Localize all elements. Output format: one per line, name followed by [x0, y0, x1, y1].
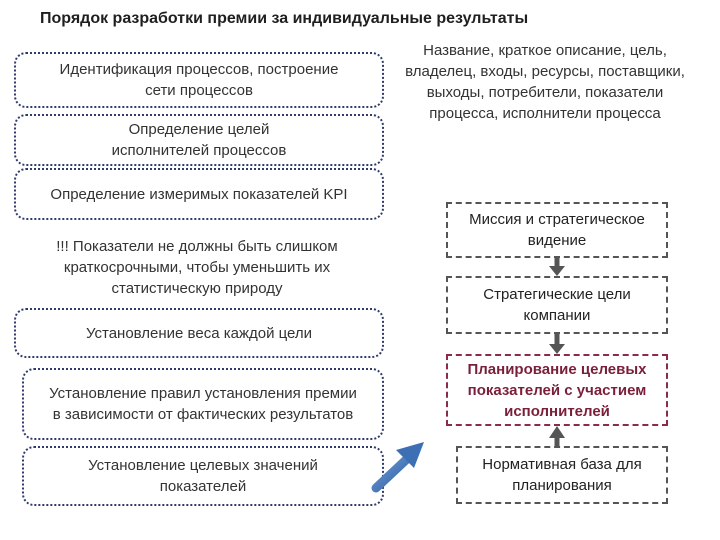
arrow-up-icon: [549, 426, 565, 446]
box-mission: Миссия и стратегическое видение: [446, 202, 668, 258]
box-regulatory-base: Нормативная база для планирования: [456, 446, 668, 504]
step-label: Определение измеримых показателей KPI: [50, 185, 348, 203]
box-label: Планирование целевых показателей с участ…: [467, 360, 647, 420]
page-title: Порядок разработки премии за индивидуаль…: [40, 10, 529, 27]
step-label: Идентификация процессов, построение сети…: [59, 61, 339, 99]
step-define-goals: Определение целей исполнителей процессов: [14, 114, 384, 166]
step-define-kpi: Определение измеримых показателей KPI: [14, 168, 384, 220]
step-label: Установление правил установления премии …: [49, 385, 357, 423]
kpi-note: !!! Показатели не должны быть слишком кр…: [56, 238, 338, 297]
step-label: Определение целей исполнителей процессов: [111, 121, 287, 159]
arrow-down-icon: [549, 334, 565, 354]
box-label: Миссия и стратегическое видение: [469, 211, 645, 249]
box-label: Стратегические цели компании: [483, 286, 631, 324]
arrow-down-icon: [549, 258, 565, 276]
box-strategic-goals: Стратегические цели компании: [446, 276, 668, 334]
step-label: Установление веса каждой цели: [85, 324, 313, 342]
step-label: Установление целевых значений показателе…: [88, 457, 318, 495]
step-bonus-rules: Установление правил установления премии …: [22, 368, 384, 440]
box-target-planning: Планирование целевых показателей с участ…: [446, 354, 668, 426]
process-description: Название, краткое описание, цель, владел…: [405, 42, 685, 122]
step-set-weights: Установление веса каждой цели: [14, 308, 384, 358]
box-label: Нормативная база для планирования: [482, 456, 642, 494]
step-target-values: Установление целевых значений показателе…: [22, 446, 384, 506]
step-identify-processes: Идентификация процессов, построение сети…: [14, 52, 384, 108]
